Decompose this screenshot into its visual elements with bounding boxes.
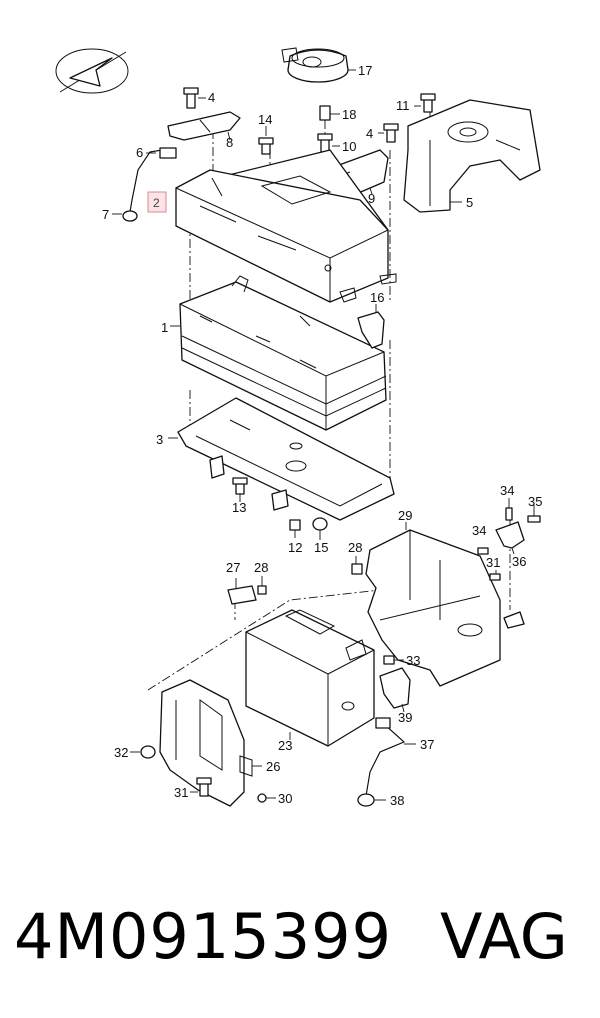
label-part-23: 23 — [278, 738, 292, 753]
part-8-bracket — [167, 111, 241, 141]
label-part-10: 10 — [342, 139, 356, 154]
label-part-6: 6 — [136, 145, 143, 160]
label-part-15: 15 — [314, 540, 328, 555]
exploded-parts-diagram: 2 1 3 4 4 5 6 7 8 9 10 11 12 13 14 15 16… — [55, 47, 542, 808]
logo-emblem — [55, 48, 129, 94]
label-part-32: 32 — [114, 745, 128, 760]
part-28-fastener-mid — [351, 556, 363, 575]
parts-30-31-32-lower — [130, 745, 276, 803]
label-part-7: 7 — [102, 207, 109, 222]
part-3-tray — [168, 397, 395, 521]
label-part-17: 17 — [358, 63, 372, 78]
label-part-9: 9 — [368, 191, 375, 206]
bolts-upper — [183, 87, 436, 155]
label-part-16: 16 — [370, 290, 384, 305]
label-part-31-right: 31 — [486, 555, 500, 570]
label-part-28-right: 28 — [348, 540, 362, 555]
part-2-upper-module — [175, 149, 397, 303]
parts-31-34-35-36-right — [477, 498, 541, 629]
label-part-30: 30 — [278, 791, 292, 806]
footer: 4M0915399 VAG — [0, 880, 600, 1000]
part-17-horn — [281, 47, 356, 83]
label-part-28-left: 28 — [254, 560, 268, 575]
label-part-1: 1 — [161, 320, 168, 335]
label-part-8: 8 — [226, 135, 233, 150]
label-part-33: 33 — [406, 653, 420, 668]
label-part-12: 12 — [288, 540, 302, 555]
highlight-box-part-2 — [147, 191, 167, 213]
part-26-bracket — [159, 679, 262, 807]
label-part-4-left: 4 — [208, 90, 215, 105]
part-number: 4M0915399 — [14, 900, 393, 973]
brand-name: VAG — [440, 900, 568, 973]
part-27-strip — [227, 576, 267, 605]
label-part-37: 37 — [420, 737, 434, 752]
label-part-38: 38 — [390, 793, 404, 808]
label-part-34-left: 34 — [472, 523, 486, 538]
label-part-26: 26 — [266, 759, 280, 774]
label-part-11: 11 — [396, 98, 410, 113]
label-part-34-top: 34 — [500, 483, 514, 498]
label-part-29: 29 — [398, 508, 412, 523]
label-part-13: 13 — [232, 500, 246, 515]
label-part-4-right: 4 — [366, 126, 373, 141]
parts-12-13-15-fasteners — [232, 477, 328, 540]
part-18-bolt — [319, 105, 340, 121]
label-part-18: 18 — [342, 107, 356, 122]
part-29-carrier — [365, 522, 501, 687]
label-part-39: 39 — [398, 710, 412, 725]
part-10-bolt — [317, 133, 340, 153]
label-part-27: 27 — [226, 560, 240, 575]
part-23-battery — [245, 609, 375, 747]
part-5-bracket — [403, 99, 541, 213]
label-part-5: 5 — [466, 195, 473, 210]
label-part-31-left: 31 — [174, 785, 188, 800]
label-part-2: 2 — [153, 196, 160, 210]
part-1-battery — [170, 275, 387, 431]
label-part-14: 14 — [258, 112, 272, 127]
label-part-36: 36 — [512, 554, 526, 569]
callout-labels: 1 3 4 4 5 6 7 8 9 10 11 12 13 14 15 16 1… — [102, 63, 542, 808]
part-37-38-cable — [357, 717, 416, 807]
part-6-7-cable — [112, 147, 177, 222]
part-16-clip — [357, 304, 385, 349]
label-part-3: 3 — [156, 432, 163, 447]
label-part-35: 35 — [528, 494, 542, 509]
parts-33-39 — [379, 655, 411, 713]
